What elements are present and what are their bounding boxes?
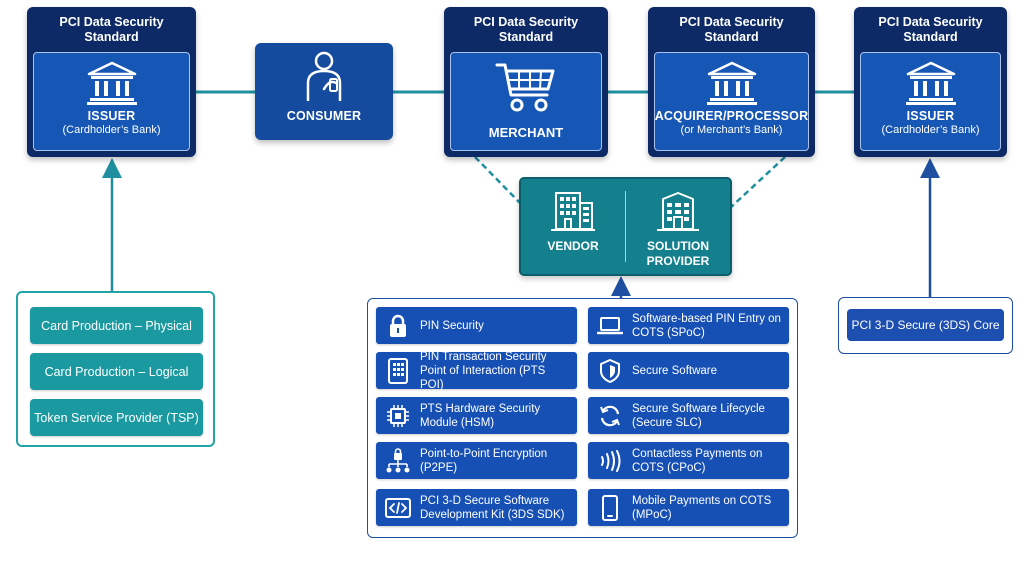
person-icon — [306, 51, 342, 101]
merchant-card: PCI Data Security Standard MERCHANT — [444, 7, 608, 157]
issuer-left-name: ISSUER — [87, 109, 136, 123]
standard-label: PIN Transaction Security Point of Intera… — [420, 350, 547, 391]
office-building-icon — [551, 192, 595, 231]
issuer-left-panel: ISSUER (Cardholder’s Bank) — [33, 52, 190, 151]
standard-label: PIN Security — [420, 319, 484, 332]
standard-secure-software[interactable]: Secure Software — [588, 352, 789, 389]
standard-label: Contactless Payments on COTS (CPoC) — [632, 447, 763, 474]
corporate-building-icon — [657, 192, 699, 231]
vendor-column: VENDOR — [521, 179, 625, 274]
issuer-right-name: ISSUER — [906, 109, 955, 123]
issuer-left-card: PCI Data Security Standard ISSUER (Cardh… — [27, 7, 196, 157]
standard-label: Secure Software Lifecycle (Secure SLC) — [632, 402, 765, 429]
standard-secure-slc[interactable]: Secure Software Lifecycle (Secure SLC) — [588, 397, 789, 434]
issuer-left-sub: (Cardholder’s Bank) — [62, 124, 161, 136]
standard-spoc[interactable]: Software-based PIN Entry on COTS (SPoC) — [588, 307, 789, 344]
issuer-right-sub: (Cardholder’s Bank) — [881, 124, 980, 136]
merchant-panel: MERCHANT — [450, 52, 602, 151]
merchant-header: PCI Data Security Standard — [473, 15, 579, 44]
acquirer-name: ACQUIRER/PROCESSOR — [654, 109, 809, 123]
standard-pts-hsm[interactable]: PTS Hardware Security Module (HSM) — [376, 397, 577, 434]
standard-label: Point-to-Point Encryption (P2PE) — [420, 447, 548, 474]
bank-icon — [706, 61, 757, 105]
vendor-label: VENDOR — [547, 239, 599, 253]
cycle-icon — [588, 404, 632, 428]
issuer-right-card: PCI Data Security Standard ISSUER (Cardh… — [854, 7, 1007, 157]
standard-label: Software-based PIN Entry on COTS (SPoC) — [632, 312, 781, 339]
mobile-icon — [588, 494, 632, 521]
standards-group: PIN Security Software-based PIN Entry on… — [367, 298, 798, 538]
3ds-core-group: PCI 3-D Secure (3DS) Core — [838, 297, 1013, 354]
shield-icon — [588, 358, 632, 383]
issuer-right-panel: ISSUER (Cardholder’s Bank) — [860, 52, 1001, 151]
bank-icon — [905, 61, 956, 105]
acquirer-panel: ACQUIRER/PROCESSOR (or Merchant’s Bank) — [654, 52, 809, 151]
laptop-icon — [588, 316, 632, 336]
dashed-acquirer-vendor — [729, 156, 786, 209]
standard-label: PCI 3-D Secure Software Development Kit … — [420, 494, 565, 521]
vendor-solution-box: VENDOR SOLUTION PROVIDER — [519, 177, 732, 276]
dashed-merchant-vendor — [474, 156, 523, 206]
card-production-logical[interactable]: Card Production – Logical — [30, 353, 203, 390]
standard-3ds-sdk[interactable]: PCI 3-D Secure Software Development Kit … — [376, 489, 577, 526]
standard-label: Mobile Payments on COTS (MPoC) — [632, 494, 772, 521]
card-production-physical[interactable]: Card Production – Physical — [30, 307, 203, 344]
bank-icon — [86, 61, 137, 105]
standard-label: Secure Software — [632, 364, 718, 377]
standard-mpoc[interactable]: Mobile Payments on COTS (MPoC) — [588, 489, 789, 526]
3ds-core-button[interactable]: PCI 3-D Secure (3DS) Core — [847, 309, 1004, 341]
lock-icon — [376, 314, 420, 338]
acquirer-header: PCI Data Security Standard — [679, 15, 784, 44]
consumer-card: CONSUMER — [255, 43, 393, 140]
chip-icon — [376, 404, 420, 428]
issuer-left-header: PCI Data Security Standard — [59, 15, 164, 44]
vendor-divider — [625, 191, 626, 262]
standard-cpoc[interactable]: Contactless Payments on COTS (CPoC) — [588, 442, 789, 479]
solution-provider-column: SOLUTION PROVIDER — [626, 179, 730, 274]
acquirer-card: PCI Data Security Standard ACQUIRER/PROC… — [648, 7, 815, 157]
card-production-group: Card Production – Physical Card Producti… — [16, 291, 215, 447]
keypad-icon — [376, 357, 420, 384]
standard-label: PTS Hardware Security Module (HSM) — [420, 402, 541, 429]
solution-provider-label: SOLUTION PROVIDER — [646, 239, 710, 268]
shopping-cart-icon — [495, 63, 555, 112]
acquirer-sub: (or Merchant’s Bank) — [680, 124, 783, 136]
consumer-name: CONSUMER — [286, 109, 362, 123]
standard-pin-security[interactable]: PIN Security — [376, 307, 577, 344]
standard-p2pe[interactable]: Point-to-Point Encryption (P2PE) — [376, 442, 577, 479]
code-icon — [376, 497, 420, 518]
contactless-icon — [588, 449, 632, 472]
issuer-right-header: PCI Data Security Standard — [878, 15, 983, 44]
network-lock-icon — [376, 447, 420, 474]
merchant-name: MERCHANT — [488, 125, 564, 140]
standard-pts-poi[interactable]: PIN Transaction Security Point of Intera… — [376, 350, 577, 391]
token-service-provider[interactable]: Token Service Provider (TSP) — [30, 399, 203, 436]
